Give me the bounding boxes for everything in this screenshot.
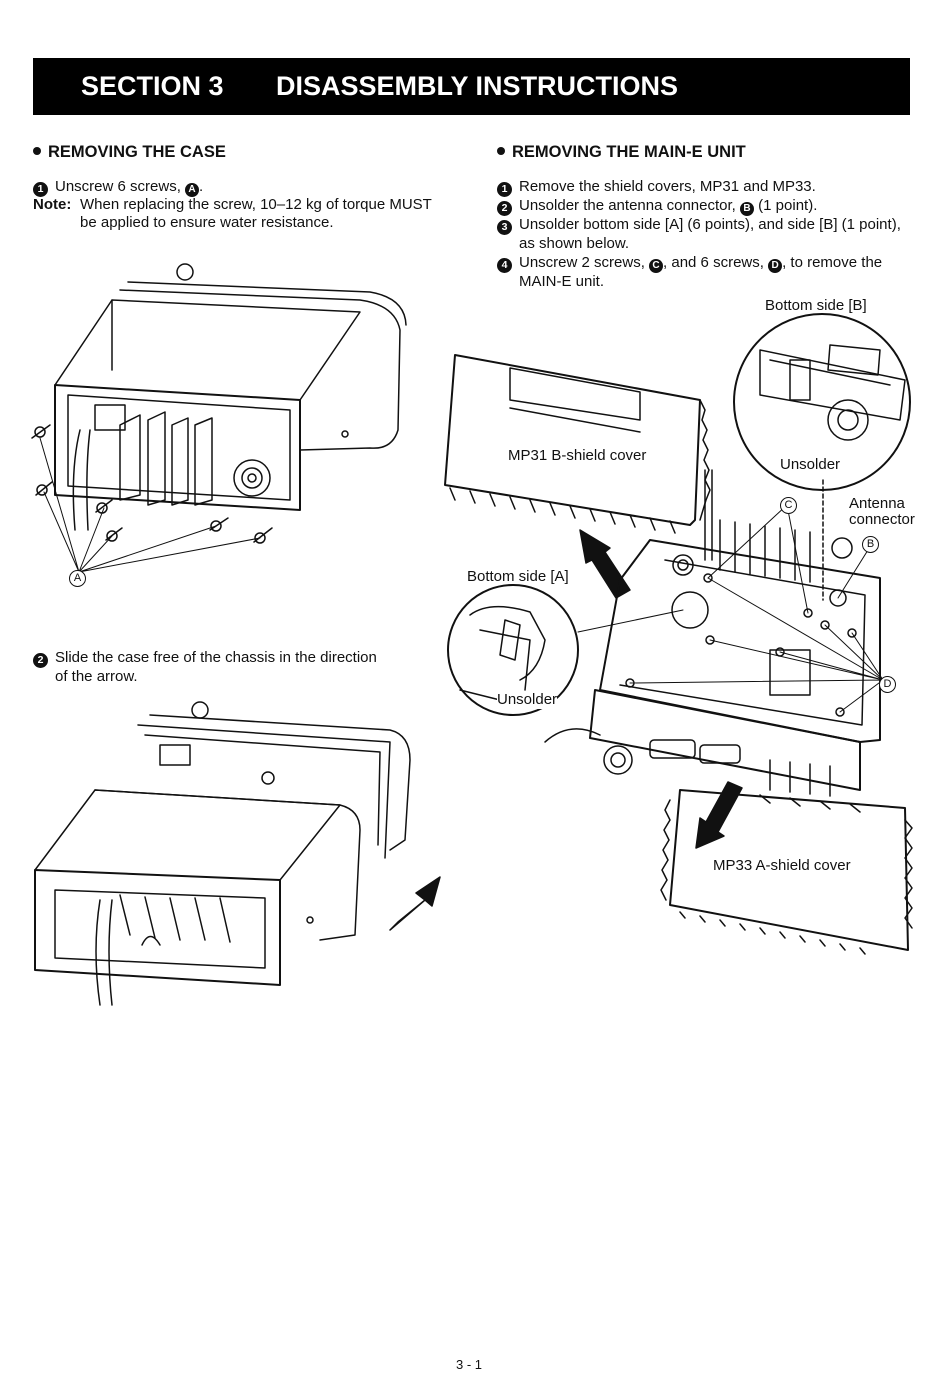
bottom-side-a-detail: [447, 584, 684, 716]
step-number-icon: 1: [497, 182, 512, 197]
mp33-cover-illustration: [660, 789, 913, 955]
callout-d-label: D: [879, 676, 896, 693]
section-header: SECTION 3 DISASSEMBLY INSTRUCTIONS: [33, 58, 910, 115]
heading-removing-case: REMOVING THE CASE: [33, 143, 226, 162]
screws-a: [31, 424, 273, 573]
bullet-icon: [33, 147, 41, 155]
page-number: 3 - 1: [456, 1357, 483, 1372]
note-line-1: When replacing the screw, 10–12 kg of to…: [80, 196, 432, 213]
label-unsolder-a: Unsolder: [497, 691, 558, 709]
callout-b-label: B: [862, 536, 879, 553]
bullet-icon: [497, 147, 505, 155]
mp31-cover-illustration: [444, 354, 711, 534]
label-antenna: Antenna: [849, 495, 905, 512]
label-mp31: MP31 B-shield cover: [508, 447, 647, 464]
callout-c-label: C: [780, 497, 797, 514]
step-number-icon: 2: [33, 653, 48, 668]
step-number-icon: 2: [497, 201, 512, 216]
callout-a-icon: A: [185, 183, 200, 197]
radio-case-illustration: [54, 263, 407, 531]
note-line-2: be applied to ensure water resistance.: [80, 214, 334, 231]
callout-a-label: A: [69, 570, 86, 587]
callout-b-icon: B: [740, 202, 754, 216]
step-number-icon: 4: [497, 258, 512, 273]
note-label: Note:: [33, 196, 72, 213]
callout-c-icon: C: [649, 259, 664, 273]
label-bottom-side-b: Bottom side [B]: [765, 297, 867, 314]
down-arrow-icon: [695, 781, 743, 849]
section-number: SECTION 3: [81, 71, 224, 101]
step-number-icon: 3: [497, 220, 512, 235]
case-slide-illustration: [34, 701, 411, 1006]
step-number-icon: 1: [33, 182, 48, 197]
up-arrow-icon: [579, 529, 631, 599]
label-mp33: MP33 A-shield cover: [713, 857, 851, 874]
main-e-chassis-illustration: [544, 469, 884, 797]
callout-d-icon: D: [768, 259, 783, 273]
note: Note: When replacing the screw, 10–12 kg…: [33, 196, 432, 231]
heading-removing-main-e: REMOVING THE MAIN-E UNIT: [497, 143, 746, 162]
slide-arrow-icon: [389, 876, 441, 931]
section-title: DISASSEMBLY INSTRUCTIONS: [276, 71, 679, 101]
label-bottom-side-a: Bottom side [A]: [467, 568, 569, 585]
bottom-side-b-detail: [733, 313, 911, 491]
label-unsolder-b: Unsolder: [780, 456, 841, 474]
label-connector: connector: [849, 511, 915, 528]
